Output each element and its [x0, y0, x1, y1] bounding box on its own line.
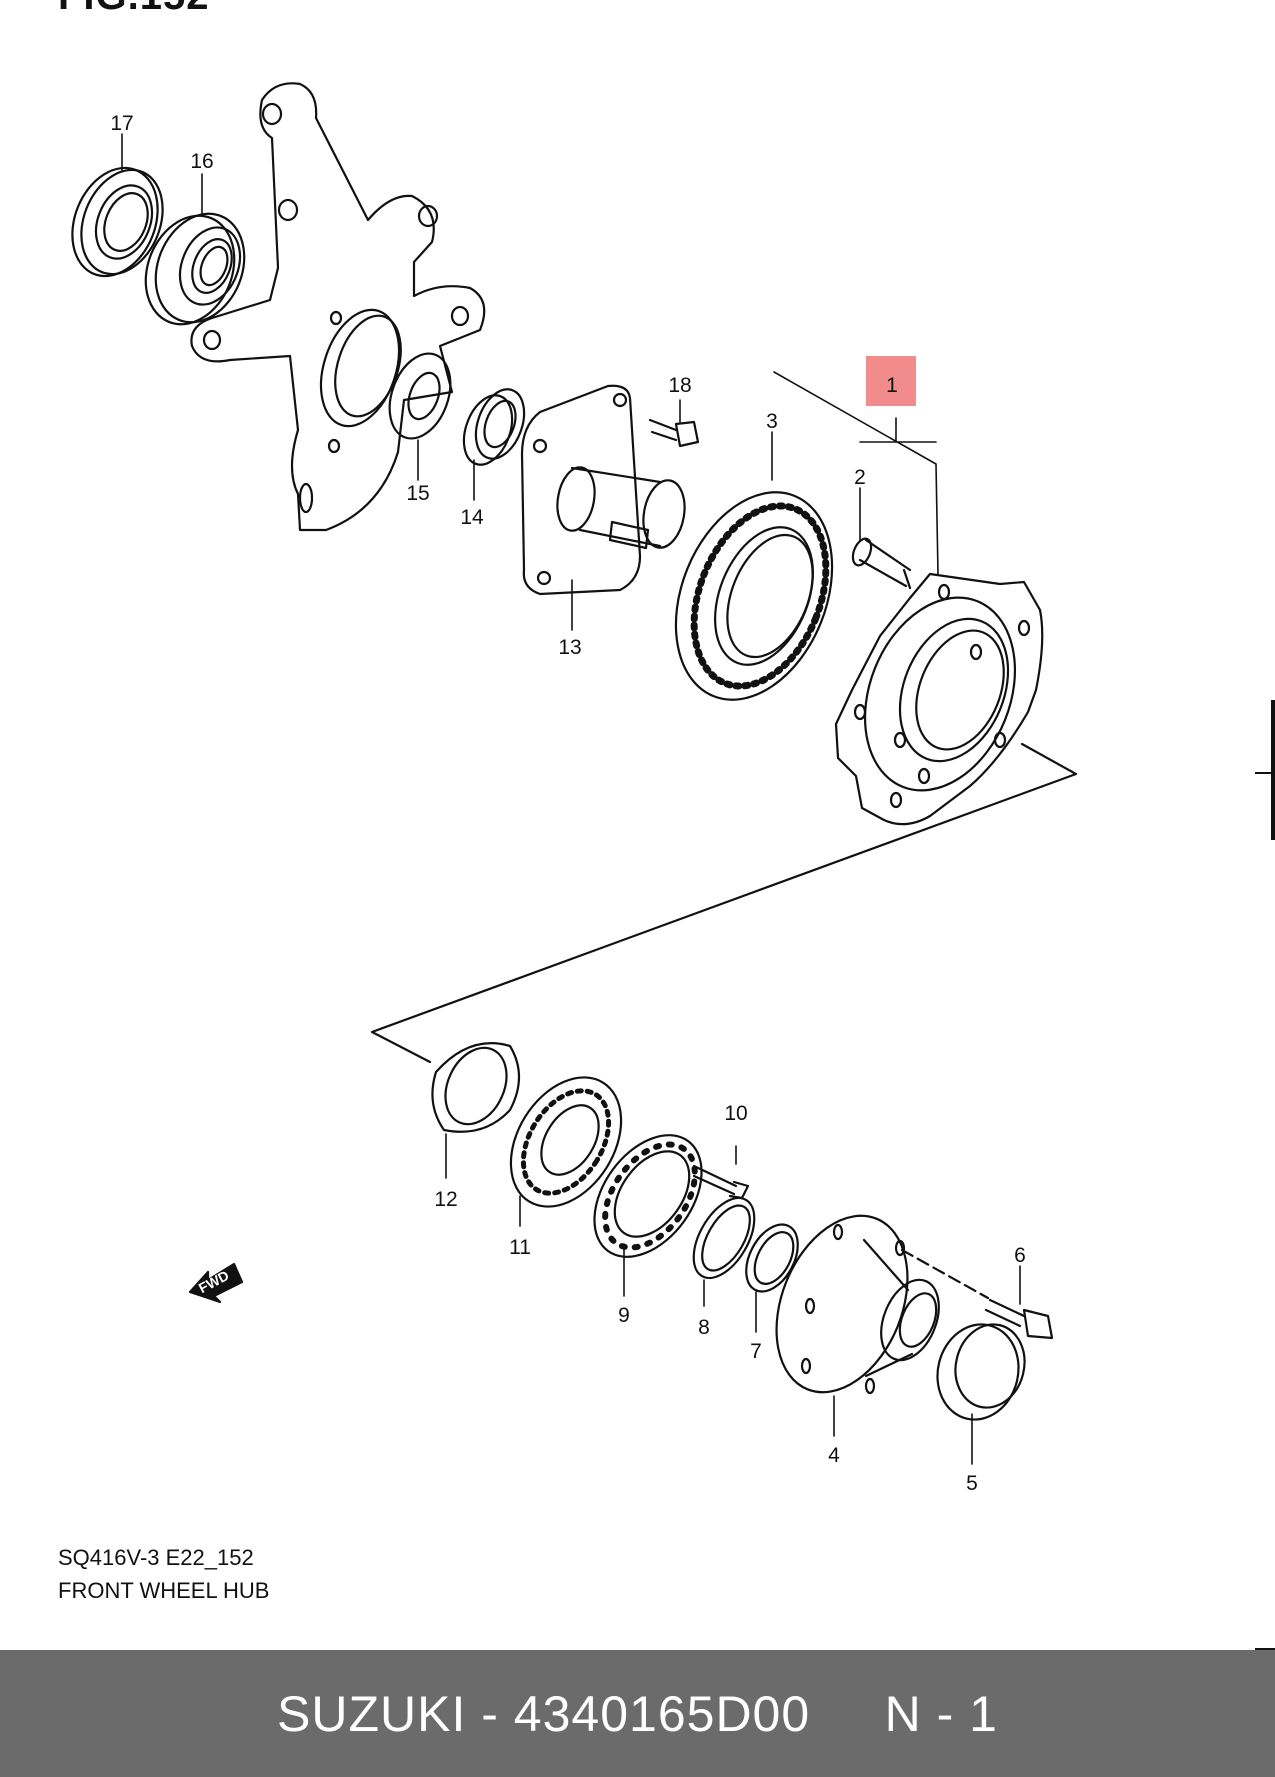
- diagram-code: SQ416V-3 E22_152: [58, 1545, 254, 1570]
- page-edge-marker: [1271, 700, 1275, 840]
- part-6-bolt: [900, 1248, 1054, 1340]
- callout-leaders: [121, 133, 1021, 1465]
- callout-9[interactable]: 9: [618, 1304, 630, 1327]
- part-9-lock-plate: [593, 1134, 703, 1258]
- callout-16[interactable]: 16: [190, 150, 213, 173]
- callout-5[interactable]: 5: [966, 1472, 978, 1495]
- part-5-hub-cap: [936, 1323, 1026, 1421]
- callout-1-highlight: [866, 356, 916, 406]
- callout-3[interactable]: 3: [766, 410, 778, 433]
- part-12-washer: [431, 1042, 520, 1133]
- part-15-ring: [388, 352, 452, 440]
- callout-12[interactable]: 12: [434, 1188, 457, 1211]
- callout-2[interactable]: 2: [854, 466, 866, 489]
- callout-17[interactable]: 17: [110, 112, 133, 135]
- figure-title: FIG.152: [58, 0, 210, 19]
- footer-bar: SUZUKI - 4340165D00 N - 1: [0, 1650, 1275, 1777]
- page-edge-tick: [1255, 772, 1275, 774]
- callout-13[interactable]: 13: [558, 636, 581, 659]
- callout-15[interactable]: 15: [406, 482, 429, 505]
- part-14-needle-bearing: [462, 388, 526, 466]
- callout-11[interactable]: 11: [509, 1236, 531, 1259]
- callout-7[interactable]: 7: [750, 1340, 762, 1363]
- callout-10[interactable]: 10: [724, 1102, 747, 1125]
- part-3-tone-ring: [674, 491, 834, 701]
- page-edge-tick-bottom: [1255, 1648, 1275, 1650]
- part-17-oil-seal: [71, 166, 164, 278]
- callout-18[interactable]: 18: [668, 374, 691, 397]
- callout-14[interactable]: 14: [460, 506, 484, 529]
- callout-1[interactable]: 1: [886, 374, 898, 397]
- part-2-hub-bolt: [851, 537, 912, 590]
- part-18-bolt: [648, 418, 700, 448]
- parts-diagram: 17 16 15 14 13 18 3 2 1 12 11 9 8 7 10 4…: [71, 82, 1078, 1495]
- diagram-name: FRONT WHEEL HUB: [58, 1578, 270, 1603]
- part-16-bearing: [144, 212, 246, 326]
- part-4-drive-hub: [775, 1214, 940, 1395]
- part-13-spindle: [520, 384, 686, 596]
- part-10-screw: [692, 1164, 750, 1200]
- part-1-hub-flange: [834, 572, 1044, 826]
- callout-4[interactable]: 4: [828, 1444, 840, 1467]
- steering-knuckle: [190, 82, 486, 532]
- callout-6[interactable]: 6: [1014, 1244, 1026, 1267]
- part-11-bearing: [509, 1076, 623, 1208]
- fwd-arrow-icon: [188, 1262, 244, 1304]
- explode-leader: [370, 742, 1078, 1064]
- callout-8[interactable]: 8: [698, 1316, 710, 1339]
- part-8-snap-ring: [692, 1196, 756, 1280]
- footer-part-number: SUZUKI - 4340165D00 N - 1: [277, 1685, 998, 1742]
